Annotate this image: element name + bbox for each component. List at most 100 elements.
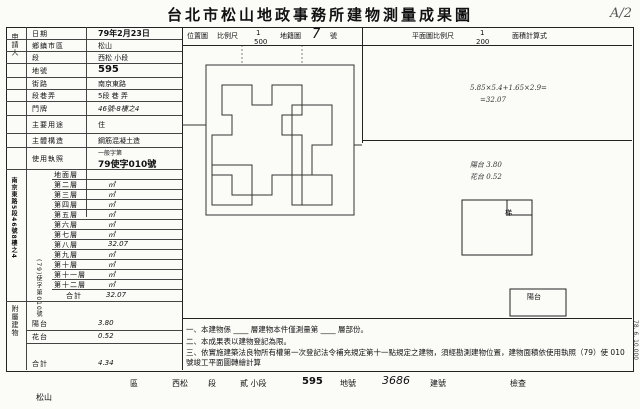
divider-vertical [362,27,363,143]
floor-row: 第十二層 ㎡ [52,279,182,290]
date-value: 79年2月23日 [98,29,150,38]
total-label: 合計 [66,292,82,300]
accessory-value: 0.52 [98,332,114,340]
floor-row: 第四層 ㎡ [52,199,182,210]
accessory-value: 3.80 [98,319,114,327]
bottom-building-label: 建號 [430,379,446,388]
door-label: 門牌 [32,105,48,113]
permit-label: 使用執照 [32,155,64,163]
street-value: 南京東路 [98,80,126,88]
note-2: 二、本成果表以建物登記為限。 [186,337,291,346]
area-label: 段 [32,54,40,62]
floor-value: ㎡ [108,181,115,189]
note-1: 一、本建物係 ____ 層建物本件僅測量第 ____ 層部份。 [186,325,369,334]
floor-row: 第三層 ㎡ [52,189,182,200]
sheet-label: 地籍圖 [280,32,301,40]
use-value: 住 [98,121,105,129]
lane-label: 段巷弄 [32,92,56,100]
district-label: 鄉鎮市區 [32,42,64,50]
accessory-name: 花台 [32,333,48,341]
accessory-label: 附屬建物 [11,305,19,337]
calc-line-4: 花台 0.52 [470,173,502,181]
address-side-label: 南京東路5段46號8樓之4 [10,177,17,259]
floor-scale-den: 200 [476,38,490,46]
floor-value: ㎡ [108,201,115,209]
accessory-name: 陽台 [32,320,48,328]
bottom-sub-label: 段 [208,379,216,388]
floor-value: ㎡ [108,281,115,289]
floor-scale-num: 1 [480,29,485,37]
sheet-suffix: 號 [330,32,337,40]
floor-value: ㎡ [108,211,115,219]
bottom-land-no: 595 [302,376,323,387]
calc-line-1: 5.85×5.4+1.65×2.9= [470,84,547,92]
total-value: 32.07 [106,291,127,299]
floor-plan-drawing [461,199,533,256]
bottom-section-label: 西松 [172,379,188,388]
permit-side-label: (79)使字第010號 [35,259,42,318]
floor-value: ㎡ [108,191,115,199]
accessory-row: 陽台 3.80 [26,317,182,331]
lane-value: 5段 巷 弄 [98,92,128,100]
floor-row: 第二層 ㎡ [52,179,182,190]
floor-name: 第二層 [54,181,78,189]
floor-name: 第十一層 [54,271,86,279]
structure-value: 鋼筋混凝土造 [98,137,140,145]
permit-number: 79使字010號 [98,160,157,170]
outer-frame [6,27,634,372]
land-no-value: 595 [98,64,119,75]
floor-row: 第九層 ㎡ [52,249,182,260]
applicant-side-label: 申請人 [11,33,19,57]
acc-total-label: 合計 [32,360,48,368]
door-value: 46號-8樓之4 [98,105,140,113]
floor-value: ㎡ [108,251,115,259]
bottom-land-label: 地號 [340,379,356,388]
bottom-district-label: 區 [130,379,138,388]
calc-line-3: 陽台 3.80 [470,161,502,169]
date-label: 日期 [32,30,48,38]
scale-label: 比例尺 [217,32,238,40]
balcony-label: 陽台 [527,293,541,301]
floor-value: ㎡ [108,261,115,269]
balcony-drawing [509,288,567,317]
bottom-subsection-label: 貳 小段 [240,379,267,388]
corner-mark: A/2 [609,6,632,21]
scale-num: 1 [256,29,261,37]
note-3: 三、依實施建築法良物所有權第一次登記法令補充規定第十一點規定之建物，須經勘測建物… [186,348,625,367]
position-label: 位置圖 [187,32,208,40]
floor-row: 第十層 ㎡ [52,259,182,270]
notes-divider [182,318,632,319]
divider-horizontal [362,140,632,141]
bottom-check-label: 檢查 [510,379,526,388]
site-plan-drawing [182,45,362,216]
floor-name: 第十層 [54,261,78,269]
top-header-row [182,27,632,46]
area-formula-label: 面積計算式 [512,32,547,40]
side-date: 78. 6. 10,000 [632,320,639,361]
bottom-prefix: 松山 [36,393,52,402]
scale-den: 500 [254,38,268,46]
floor-value: ㎡ [108,271,115,279]
floor-name: 第四層 [54,201,78,209]
floor-row: 第五層 ㎡ [52,209,182,220]
floor-row: 第十一層 ㎡ [52,269,182,280]
floor-name: 第九層 [54,251,78,259]
calc-line-2: =32.07 [480,96,506,104]
floor-header: 地面層 [54,171,78,179]
floor-name: 第五層 [54,211,78,219]
acc-total-value: 4.34 [98,359,114,367]
floor-name: 第六層 [54,221,78,229]
street-label: 街路 [32,80,48,88]
sheet-value: 7 [312,27,321,42]
land-no-label: 地號 [32,67,48,75]
floor-name: 第三層 [54,191,78,199]
accessory-row: 花台 0.52 [26,330,182,344]
document-title: 台北市松山地政事務所建物測量成果圖 [166,6,473,24]
bottom-building-no: 3686 [382,374,410,387]
floor-scale-label: 平面圖比例尺 [412,32,454,40]
floor-name: 第十二層 [54,281,86,289]
